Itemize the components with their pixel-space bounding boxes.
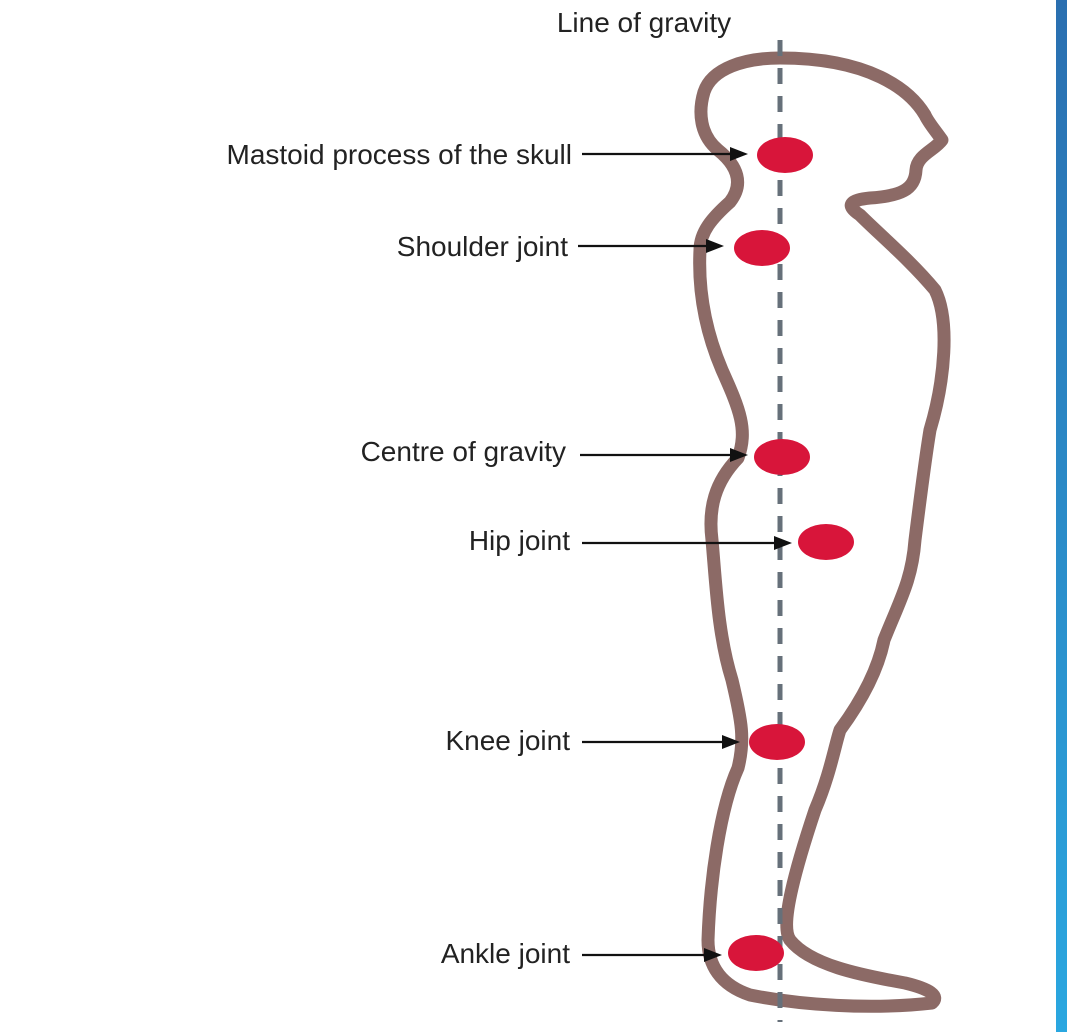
marker-hip [798, 524, 854, 560]
label-ankle-joint: Ankle joint [441, 938, 570, 969]
label-centre-of-gravity: Centre of gravity [361, 436, 566, 467]
arrow-shoulder-head [706, 239, 724, 253]
arrow-hip-head [774, 536, 792, 550]
arrow-mastoid-head [730, 147, 748, 161]
marker-knee [749, 724, 805, 760]
line-of-gravity-label: Line of gravity [557, 7, 731, 38]
label-mastoid-process: Mastoid process of the skull [227, 139, 573, 170]
label-knee-joint: Knee joint [445, 725, 570, 756]
label-hip-joint: Hip joint [469, 525, 570, 556]
marker-centre-of-gravity [754, 439, 810, 475]
label-shoulder-joint: Shoulder joint [397, 231, 568, 262]
marker-ankle [728, 935, 784, 971]
marker-mastoid [757, 137, 813, 173]
marker-shoulder [734, 230, 790, 266]
leader-arrows [578, 147, 792, 962]
joint-markers [728, 137, 854, 971]
